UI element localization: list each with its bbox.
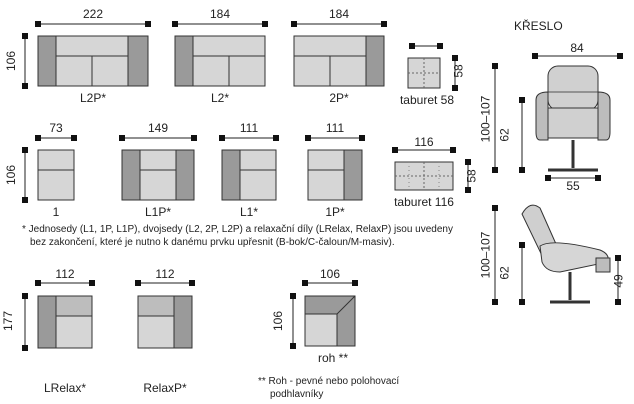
row1-dimensions	[22, 21, 387, 89]
label-taburet116: taburet 116	[394, 195, 454, 209]
label-lrelax: LRelax*	[43, 381, 87, 395]
dim-2p-width: 184	[328, 7, 350, 21]
dim-relax-depth: 177	[1, 310, 16, 332]
row2-dimensions	[22, 135, 365, 203]
label-l1: L1*	[239, 205, 259, 219]
dim-chair-side-seat: 62	[497, 266, 512, 280]
label-relaxp: RelaxP*	[143, 381, 187, 395]
label-taburet58: taburet 58	[399, 93, 455, 107]
seat-1p	[307, 149, 363, 201]
label-2p: 2P*	[329, 91, 349, 105]
dim-row1-depth: 106	[4, 50, 19, 72]
sofa-2p	[293, 35, 385, 87]
dim-taburet116-width: 116	[414, 135, 434, 149]
section-title: KŘESLO	[514, 19, 563, 33]
label-roh: roh **	[317, 351, 349, 365]
relax-dimensions	[22, 280, 195, 351]
seat-1	[37, 149, 75, 201]
chair-front	[492, 53, 623, 181]
dim-relaxp-width: 112	[155, 267, 175, 281]
dim-1p-width: 111	[325, 121, 345, 135]
label-l2: L2*	[210, 91, 230, 105]
dim-roh-depth: 106	[271, 310, 286, 332]
taburet-116	[392, 147, 471, 193]
sofa-l2p	[37, 35, 149, 87]
label-1p: 1P*	[325, 205, 345, 219]
corner-roh	[290, 280, 358, 349]
dim-chair-height: 100–107	[478, 95, 493, 143]
dim-l2-width: 184	[209, 7, 231, 21]
dim-chair-seat: 62	[497, 128, 512, 142]
dim-ottoman-height: 49	[611, 274, 626, 288]
dim-row2-depth: 106	[4, 164, 19, 186]
label-l2p: L2P*	[79, 91, 107, 105]
sofa-l2	[174, 35, 266, 87]
roh-note-line-2: podhlavníky	[270, 389, 324, 400]
dim-chair-width: 84	[570, 41, 584, 55]
taburet-58	[407, 43, 458, 91]
dim-l1p-width: 149	[147, 121, 169, 135]
footnote-line-2: bez zakončení, které je nutno k danému p…	[30, 237, 395, 248]
dim-lrelax-width: 112	[55, 267, 75, 281]
dim-l1-width: 111	[239, 121, 259, 135]
dim-chair-side-height: 100–107	[478, 231, 493, 279]
relax-right	[137, 295, 193, 349]
footnote-line-1: * Jednosedy (L1, 1P, L1P), dvojsedy (L2,…	[22, 224, 453, 235]
dim-taburet116-depth: 58	[464, 169, 479, 183]
dim-roh-width: 106	[319, 267, 341, 281]
dim-chair-base: 55	[566, 179, 580, 193]
label-1: 1	[52, 205, 60, 219]
dim-l2p-width: 222	[82, 7, 104, 21]
label-l1p: L1P*	[144, 205, 172, 219]
dim-taburet58-depth: 58	[451, 64, 466, 78]
seat-l1	[221, 149, 277, 201]
seat-l1p	[121, 149, 195, 201]
relax-left	[37, 295, 93, 349]
roh-note-line-1: ** Roh - pevné nebo polohovací	[258, 376, 400, 387]
dim-1-width: 73	[49, 121, 63, 135]
chair-side	[492, 204, 621, 305]
